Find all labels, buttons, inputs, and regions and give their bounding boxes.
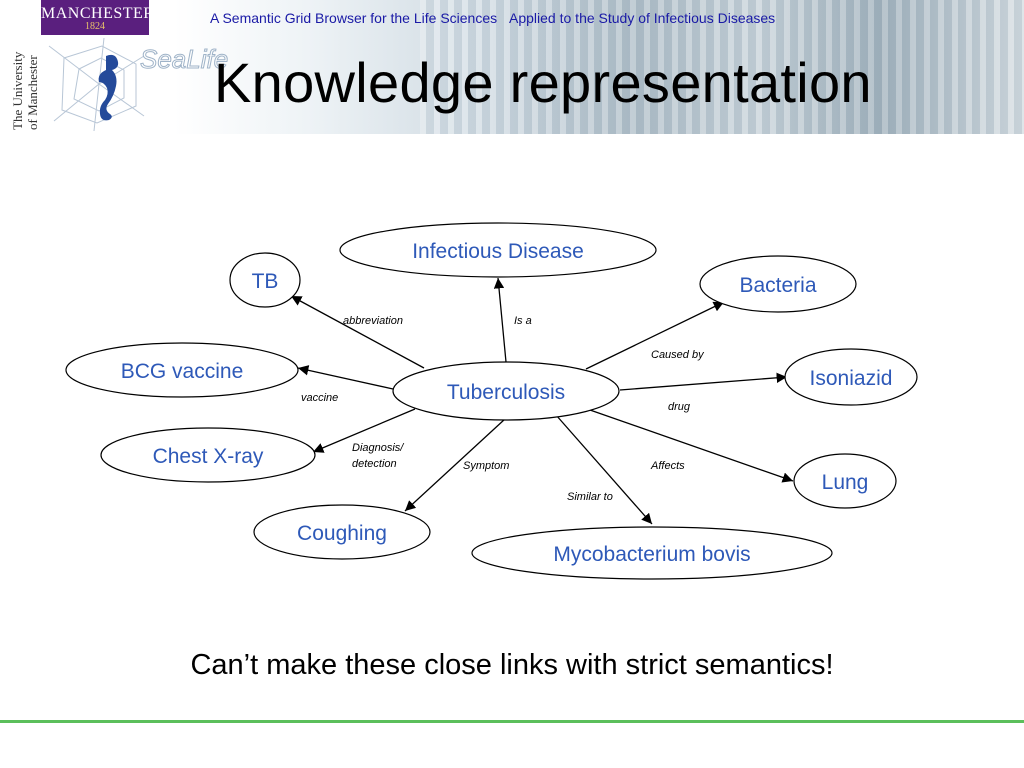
node-tb [229,252,301,308]
manchester-logo-year: 1824 [85,21,105,32]
manchester-logo-name: MANCHESTER [41,5,155,22]
node-label-tuberculosis: Tuberculosis [447,381,565,404]
edge-label-abbreviation: abbreviation [343,315,403,327]
node-label-mycobacterium-bovis: Mycobacterium bovis [553,543,750,566]
node-tuberculosis [392,361,620,421]
edge-label-drug: drug [668,401,691,413]
edge-label-affects: Affects [650,460,685,472]
slide-header [0,0,1024,134]
node-label-infectious-disease: Infectious Disease [412,240,584,263]
university-wordmark-line-1: The University [10,51,25,130]
edge-label-diagnosis-1: Diagnosis/ [352,442,404,454]
footer-divider [0,720,1024,723]
edge-symptom [404,418,506,512]
spiderweb-icon [48,37,145,132]
edge-affects [589,409,794,483]
node-label-bacteria: Bacteria [739,274,816,297]
edge-is-a [493,277,507,363]
edge-caused-by [585,301,725,370]
node-label-tb: TB [252,270,279,293]
seahorse-icon [98,54,119,121]
edge-label-is-a: Is a [514,315,532,327]
edge-label-vaccine: vaccine [301,392,338,404]
concept-map: Infectious Disease TB Bacteria BCG vacci… [65,222,918,580]
edge-label-diagnosis-2: detection [352,458,397,470]
slide-subtitle: A Semantic Grid Browser for the Life Sci… [210,10,775,26]
header-background-image [420,0,1024,134]
node-label-coughing: Coughing [297,522,387,545]
node-mycobacterium-bovis [471,526,833,580]
subtitle-left: A Semantic Grid Browser for the Life Sci… [210,10,498,26]
node-label-isoniazid: Isoniazid [810,367,893,390]
manchester-logo: MANCHESTER 1824 [41,0,155,35]
slide-caption: Can’t make these close links with strict… [190,649,834,681]
node-lung [793,453,897,509]
node-bacteria [699,255,857,313]
edge-label-caused-by: Caused by [651,349,705,361]
edge-label-similar-to: Similar to [567,491,613,503]
node-infectious-disease [339,222,657,278]
node-isoniazid [784,348,918,406]
subtitle-right: Applied to the Study of Infectious Disea… [509,10,776,26]
edge-label-symptom: Symptom [463,460,509,472]
edge-similar-to [555,414,653,525]
node-chest-xray [100,427,316,483]
edge-abbreviation [290,295,425,369]
node-coughing [253,504,431,560]
node-label-chest-xray: Chest X-ray [153,445,264,468]
university-wordmark-line-2: of Manchester [25,55,40,130]
sealife-logo-text: SeaLife [140,44,228,74]
edge-diagnosis [312,408,416,453]
edge-drug [619,372,788,391]
university-wordmark: The University of Manchester [8,40,44,132]
node-label-bcg-vaccine: BCG vaccine [121,360,244,383]
edge-vaccine [297,365,394,390]
slide-title: Knowledge representation [214,51,872,114]
node-bcg-vaccine [65,342,299,398]
node-label-lung: Lung [822,471,869,494]
sealife-logo: SeaLife [48,37,229,132]
